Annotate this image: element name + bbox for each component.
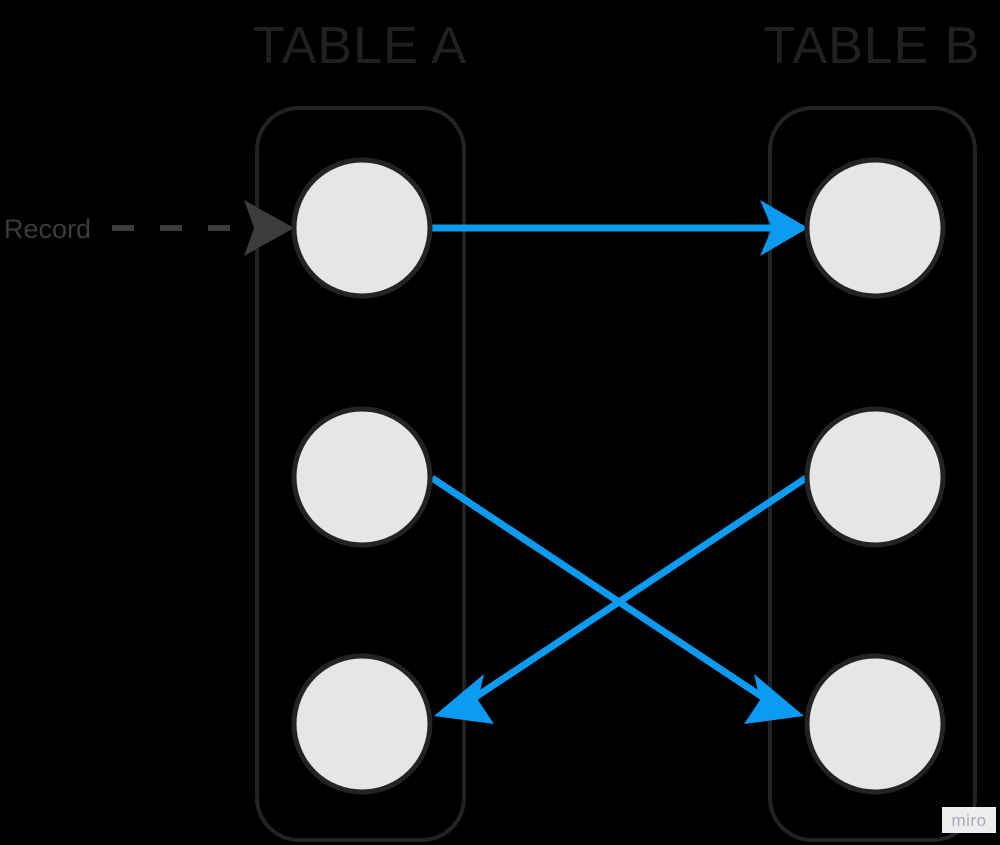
link-arrowhead-b1-icon [760,200,808,256]
table-b-title: TABLE B [763,17,980,75]
record-arrowhead-icon [244,200,294,256]
table-a-node-2[interactable] [291,406,433,548]
miro-watermark-label: miro [951,810,987,830]
link-line-a2-b3[interactable] [430,475,772,705]
table-b-frame[interactable] [768,106,977,842]
table-a-frame[interactable] [255,106,466,842]
link-line-b2-a3[interactable] [466,475,808,705]
table-b-node-1[interactable] [804,157,946,299]
table-a-node-3[interactable] [291,653,433,795]
miro-watermark: miro [942,807,996,833]
link-arrowhead-b3-icon [744,674,804,724]
link-arrowhead-a3-icon [434,674,494,724]
table-b-node-3[interactable] [804,653,946,795]
table-b-node-2[interactable] [804,406,946,548]
table-a-node-1[interactable] [291,157,433,299]
record-label: Record [4,214,91,244]
table-a-title: TABLE A [253,17,467,75]
